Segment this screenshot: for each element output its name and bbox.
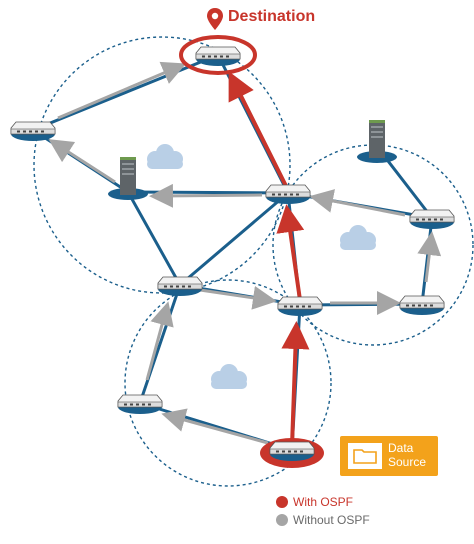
location-pin-icon <box>207 8 223 30</box>
network-links <box>31 53 434 452</box>
folder-icon <box>348 443 382 469</box>
data-source-label: Data Source <box>388 441 426 469</box>
data-source-box <box>340 436 438 476</box>
server-icon <box>357 120 397 163</box>
cloud-icon <box>211 364 247 389</box>
data-source-line2: Source <box>388 455 427 469</box>
destination-highlight <box>179 35 257 75</box>
legend-without-ospf-label: Without OSPF <box>293 513 370 527</box>
gray-dot-icon <box>276 514 288 526</box>
cloud-icon <box>147 144 183 169</box>
router-icon <box>277 296 323 316</box>
destination-label: Destination <box>228 8 316 25</box>
data-source-line1: Data <box>388 441 414 455</box>
area-bottom <box>124 279 332 487</box>
server-icon <box>108 157 148 200</box>
clouds <box>147 144 376 389</box>
without-ospf-paths <box>48 61 442 445</box>
router-icon <box>195 46 241 66</box>
router-icon <box>265 184 311 204</box>
router-icon <box>409 209 455 229</box>
cloud-icon <box>340 225 376 250</box>
legend-with-ospf-label: With OSPF <box>293 495 354 509</box>
legend-without-ospf: Without OSPF <box>276 513 370 527</box>
legend-with-ospf: With OSPF <box>276 495 353 509</box>
red-dot-icon <box>276 496 288 508</box>
with-ospf-path <box>228 71 310 448</box>
router-icon <box>157 276 203 296</box>
router-icon <box>399 295 445 315</box>
router-icon <box>269 441 315 461</box>
router-icon <box>10 121 56 141</box>
routers <box>10 46 455 461</box>
router-icon <box>117 394 163 414</box>
